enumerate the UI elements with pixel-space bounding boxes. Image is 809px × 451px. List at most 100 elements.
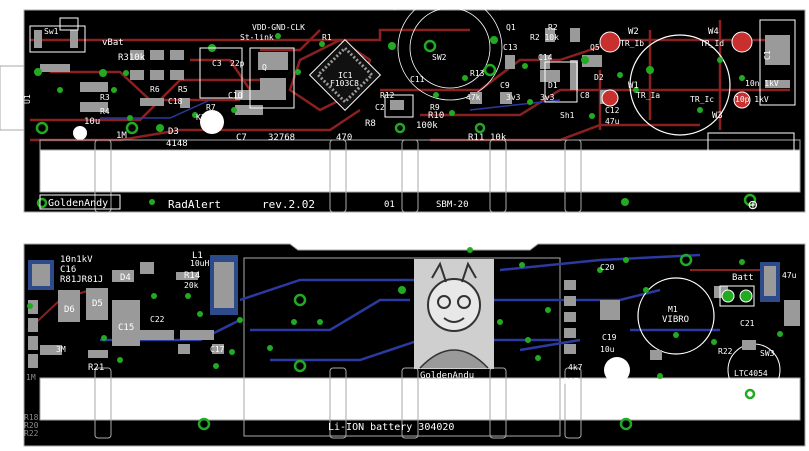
label-c20: C20	[600, 263, 615, 272]
label-4k7: 4k7	[568, 363, 583, 372]
label-r22b: R22	[24, 429, 39, 438]
label-d6: D6	[64, 305, 75, 315]
label-r17: 100k	[416, 121, 438, 131]
label-r18: 4148	[166, 139, 188, 149]
battery-label: Li-ION battery 304020	[328, 422, 454, 433]
label-w4: W4	[708, 27, 719, 37]
label-r17b: R17	[564, 377, 579, 386]
board-tube-type: SBM-20	[436, 200, 469, 210]
label-r20b: R20	[24, 421, 39, 430]
label-r9: R9	[430, 103, 440, 112]
label-f103: F103C8	[330, 79, 359, 88]
label-sw2: SW2	[432, 53, 447, 62]
label-c1: C1	[763, 50, 772, 60]
label-r5: R5	[178, 85, 188, 94]
label-q: Q	[262, 63, 267, 72]
mount-hole	[73, 126, 87, 140]
label-d1: D1	[548, 81, 558, 90]
label-tr-ic: TR_Ic	[690, 95, 714, 104]
label-c3: C3	[212, 59, 222, 68]
label-c17: C17	[210, 345, 225, 354]
label-r22: 47u	[605, 117, 620, 126]
label-r24: 10p 1kV	[735, 95, 769, 104]
label-w3: W3	[712, 111, 723, 121]
label-r23: 10n 1kV	[745, 79, 779, 88]
label-st-link: St-link	[240, 33, 274, 42]
label-r6: R6	[150, 85, 160, 94]
label-w1: W1	[628, 81, 639, 91]
label-tr-ib: TR_Ib	[620, 39, 644, 48]
label-c12: C12	[605, 106, 620, 115]
label-l1: L1	[192, 251, 203, 261]
label-ic1: IC1	[338, 71, 353, 80]
ic1-chip	[308, 38, 382, 112]
label-u1: U1	[23, 94, 32, 104]
label-r14: R14	[184, 271, 200, 281]
board-title: RadAlert	[168, 198, 221, 211]
board-number: 01	[384, 200, 395, 210]
author-portrait-image	[414, 259, 494, 369]
label-w2: W2	[628, 27, 639, 37]
label-tr-ia: TR_Ia	[636, 91, 660, 100]
top-vias	[34, 33, 745, 206]
battery-terminal-pads	[719, 285, 755, 307]
sw1-outline	[29, 25, 86, 53]
bottom-through-holes	[197, 253, 756, 431]
label-r13: R13	[470, 69, 485, 78]
label-r15: 470	[336, 133, 352, 143]
label-r20: 10u	[84, 117, 100, 127]
label-tr-id: TR_Id	[700, 39, 724, 48]
label-sh1: Sh1	[560, 111, 575, 120]
label-sw1: Sw1	[44, 27, 59, 36]
label-vdd-gnd-clk: VDD-GND-CLK	[252, 23, 305, 32]
label-l1-value: 10uH	[190, 259, 209, 268]
top-board: vBat Sw1 R310k VDD-GND-CLK St-link F103C…	[0, 0, 806, 214]
label-r310k: R310k	[118, 53, 146, 63]
label-r2: R2	[548, 23, 558, 32]
label-c2: C2	[375, 103, 385, 112]
label-r1: R1	[322, 33, 332, 42]
battery-slot	[39, 377, 801, 421]
label-q1: Q1	[506, 23, 516, 32]
label-r21: 3v3	[540, 93, 555, 102]
label-c7: C7	[236, 133, 247, 143]
label-d4: D4	[120, 273, 131, 283]
label-c10: C10	[228, 91, 243, 100]
label-c18: C18	[168, 97, 183, 106]
top-silkscreen-labels: vBat Sw1 R310k VDD-GND-CLK St-link F103C…	[23, 23, 779, 149]
bottom-smd-pads	[28, 255, 800, 368]
top-smd-pads	[34, 28, 790, 115]
label-m1: M1	[668, 305, 678, 314]
label-r21: R21	[88, 363, 104, 373]
board-revision: rev.2.02	[262, 198, 315, 211]
label-r14: 47k	[466, 93, 481, 102]
label-c15: C15	[118, 323, 134, 333]
label-c19: C19	[602, 333, 617, 342]
vibro-motor-outline	[637, 277, 715, 355]
label-r2-10k: R2 10k	[530, 33, 559, 42]
label-c21: C21	[740, 319, 755, 328]
label-r12: R12	[380, 91, 395, 100]
bottom-silkscreen-labels: Li-ION battery 304020 VIBRO M1 Batt LTC4…	[24, 251, 797, 438]
label-vibro: VIBRO	[662, 315, 689, 325]
geiger-tube-slot	[39, 149, 801, 193]
label-r22: R22	[718, 347, 733, 356]
mount-hole	[604, 357, 630, 383]
label-c22: C22	[150, 315, 165, 324]
label-c11: C11	[410, 75, 425, 84]
bottom-author-label: GoldenAndu	[420, 371, 474, 381]
label-r7: R7	[206, 103, 216, 112]
label-q5: Q5	[590, 43, 600, 52]
label-r19: 22p	[230, 59, 245, 68]
label-vbat: vBat	[102, 38, 124, 48]
plus-terminal-icon: ⊕	[748, 195, 758, 214]
label-d2: D2	[594, 73, 604, 82]
label-r16: 1M	[116, 131, 127, 141]
label-sw3: SW3	[760, 349, 775, 358]
label-47u: 47u	[782, 271, 797, 280]
bottom-board: GoldenAndu	[23, 243, 806, 447]
label-d3: D3	[168, 127, 179, 137]
label-c14: C14	[538, 53, 553, 62]
label-vr: 10n1kV	[60, 255, 93, 265]
